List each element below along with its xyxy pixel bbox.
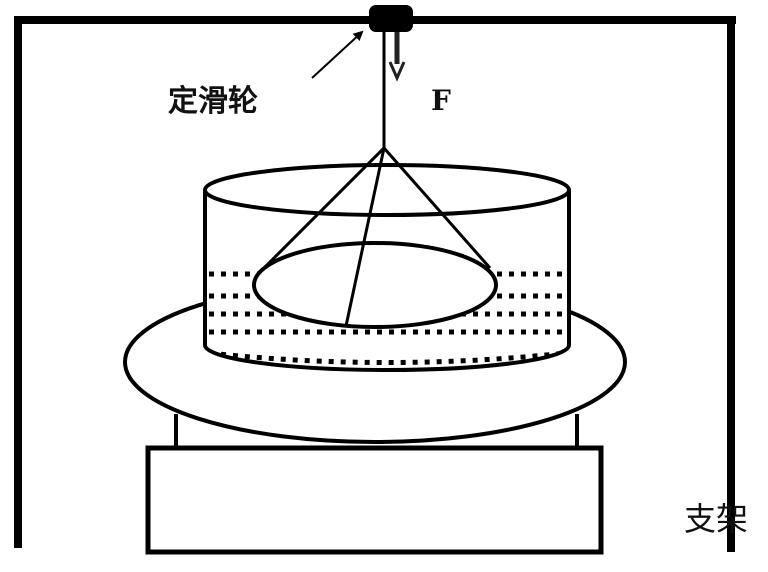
base-block — [145, 445, 604, 555]
stand-label: 支架 — [684, 500, 749, 538]
suspended-disc — [252, 146, 498, 329]
force-label: F — [431, 84, 451, 117]
plate-legs — [174, 414, 579, 448]
pointer-arrow — [311, 30, 364, 79]
pulley — [369, 5, 413, 32]
force-arrow — [388, 32, 406, 82]
pulley-label: 定滑轮 — [168, 84, 258, 119]
